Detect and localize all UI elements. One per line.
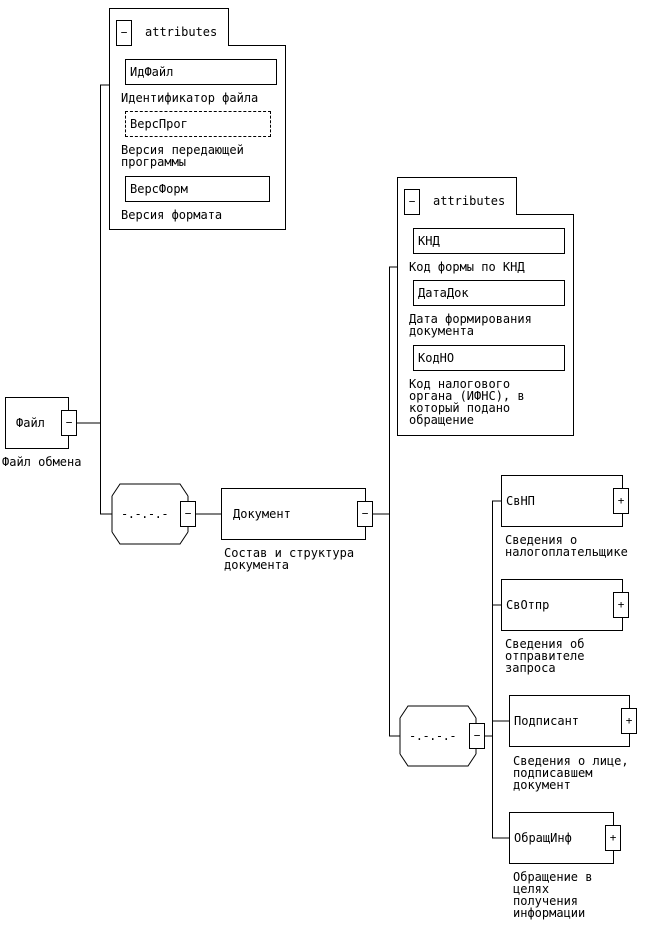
child-element-description: Сведения об отправителе запроса (505, 637, 585, 675)
attribute-datadok-description: Дата формирования документа (409, 312, 532, 338)
attribute-versform-description: Версия формата (121, 208, 223, 222)
document-element-box[interactable]: Документ (221, 488, 366, 540)
attribute-knd[interactable]: КНД (413, 228, 565, 254)
child-element-description: Обращение в целях получения информации (513, 870, 593, 920)
svotpr-expand-toggle[interactable]: + (613, 592, 629, 618)
attribute-kodno-description: Код налогового органа (ИФНС), в который … (409, 377, 525, 427)
document-collapse-toggle[interactable]: − (357, 501, 373, 527)
child-element-name: ОбращИнф (514, 831, 572, 845)
obrashinf-expand-toggle[interactable]: + (605, 825, 621, 851)
child-element-svotpr[interactable]: СвОтпр (501, 579, 623, 631)
attribute-idfile[interactable]: ИдФайл (125, 59, 277, 85)
document-element-description: Состав и структура документа (224, 546, 355, 572)
podpisant-expand-toggle[interactable]: + (621, 708, 637, 734)
root-element-description: Файл обмена (2, 455, 82, 469)
child-element-name: СвНП (506, 494, 535, 508)
document-attributes-collapse-toggle[interactable]: − (404, 189, 420, 215)
attribute-datadok[interactable]: ДатаДок (413, 280, 565, 306)
document-attributes-header: attributes (433, 194, 506, 208)
attribute-versform[interactable]: ВерсФорм (125, 176, 270, 202)
root-element-box[interactable]: Файл (5, 397, 69, 449)
sequence-2-collapse-toggle[interactable]: − (469, 723, 485, 749)
sequence-1-collapse-toggle[interactable]: − (180, 501, 196, 527)
root-attributes-header: attributes (145, 25, 218, 39)
sequence-compositor-1: -.-.-.- (121, 507, 169, 521)
child-element-name: СвОтпр (506, 598, 550, 612)
child-element-svnp[interactable]: СвНП (501, 475, 623, 527)
child-element-description: Сведения о лице, подписавшем документ (513, 754, 629, 792)
svnp-expand-toggle[interactable]: + (613, 488, 629, 514)
child-element-obrashinf[interactable]: ОбращИнф (509, 812, 614, 864)
root-attributes-collapse-toggle[interactable]: − (116, 20, 132, 46)
attribute-versprog[interactable]: ВерсПрог (125, 111, 271, 137)
attribute-idfile-description: Идентификатор файла (121, 91, 259, 105)
root-element-name: Файл (16, 416, 45, 430)
root-attributes-panel (109, 45, 286, 230)
document-attributes-panel (397, 214, 574, 436)
sequence-compositor-2: -.-.-.- (409, 729, 457, 743)
attribute-versprog-description: Версия передающей программы (121, 143, 244, 169)
child-element-name: Подписант (514, 714, 580, 728)
child-element-podpisant[interactable]: Подписант (509, 695, 630, 747)
document-element-name: Документ (233, 507, 291, 521)
attribute-kodno[interactable]: КодНО (413, 345, 565, 371)
attribute-knd-description: Код формы по КНД (409, 260, 525, 274)
root-collapse-toggle[interactable]: − (61, 410, 77, 436)
child-element-description: Сведения о налогоплательщике (505, 533, 628, 559)
